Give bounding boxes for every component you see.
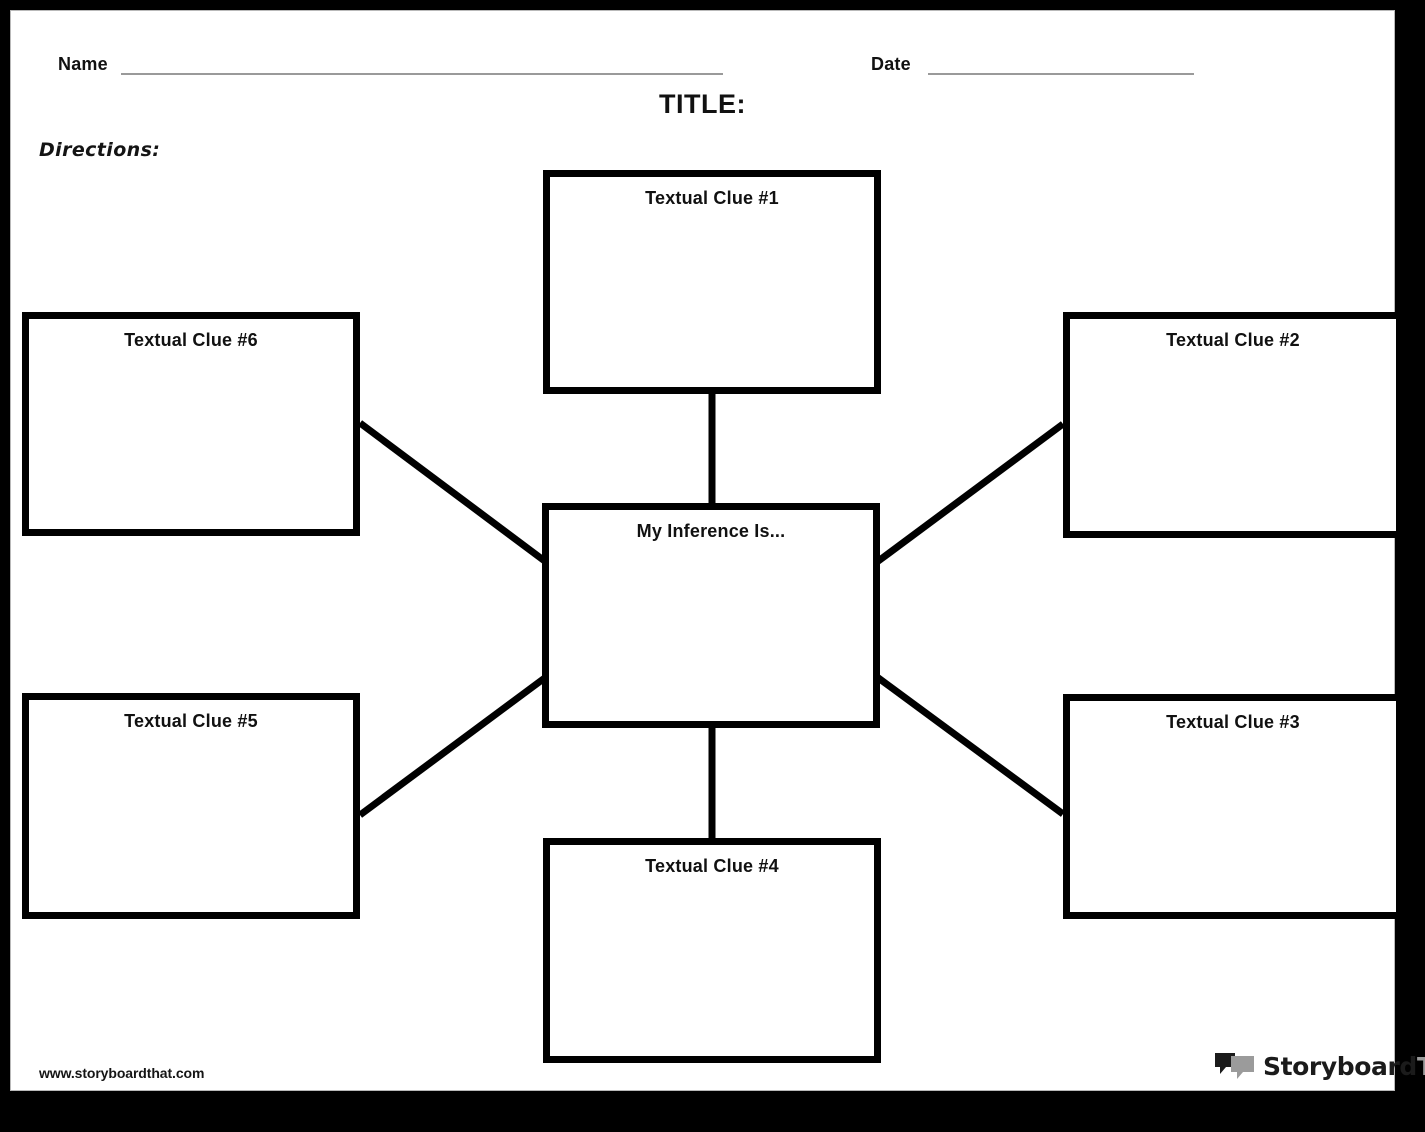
connector-clue6-center — [357, 420, 549, 565]
site-url[interactable]: www.storyboardthat.com — [39, 1065, 205, 1081]
textual-clue-4-box[interactable]: Textual Clue #4 — [543, 838, 881, 1063]
textual-clue-3-box[interactable]: Textual Clue #3 — [1063, 694, 1403, 919]
date-input-line[interactable] — [928, 73, 1194, 75]
logo-wordmark: StoryboardThat — [1263, 1052, 1425, 1081]
textual-clue-5-box[interactable]: Textual Clue #5 — [22, 693, 360, 919]
textual-clue-3-label: Textual Clue #3 — [1166, 712, 1300, 732]
name-input-line[interactable] — [121, 73, 723, 75]
worksheet-sheet: Name Date TITLE: Directions: — [11, 11, 1425, 1090]
storyboardthat-logo[interactable]: StoryboardThat — [1214, 1051, 1425, 1081]
speech-bubbles-icon — [1214, 1051, 1256, 1081]
textual-clue-1-box[interactable]: Textual Clue #1 — [543, 170, 881, 394]
textual-clue-2-label: Textual Clue #2 — [1166, 330, 1300, 350]
connector-center-clue3 — [874, 674, 1066, 817]
connector-clue5-center — [357, 674, 549, 818]
textual-clue-2-box[interactable]: Textual Clue #2 — [1063, 312, 1403, 538]
textual-clue-6-label: Textual Clue #6 — [124, 330, 258, 350]
textual-clue-1-label: Textual Clue #1 — [645, 188, 779, 208]
directions-label: Directions: — [39, 139, 161, 161]
name-label: Name — [58, 54, 108, 74]
my-inference-box[interactable]: My Inference Is... — [542, 503, 880, 728]
textual-clue-5-label: Textual Clue #5 — [124, 711, 258, 731]
page-title: TITLE: — [659, 89, 746, 119]
textual-clue-6-box[interactable]: Textual Clue #6 — [22, 312, 360, 536]
logo-word-primary: Storyboard — [1263, 1051, 1417, 1081]
date-label: Date — [871, 54, 911, 74]
logo-word-secondary: That — [1417, 1052, 1425, 1081]
my-inference-label: My Inference Is... — [636, 521, 786, 541]
textual-clue-4-label: Textual Clue #4 — [645, 856, 779, 876]
connector-center-clue2 — [874, 421, 1066, 565]
inference-web-diagram: Textual Clue #1 Textual Clue #2 Textual … — [11, 11, 1403, 1090]
